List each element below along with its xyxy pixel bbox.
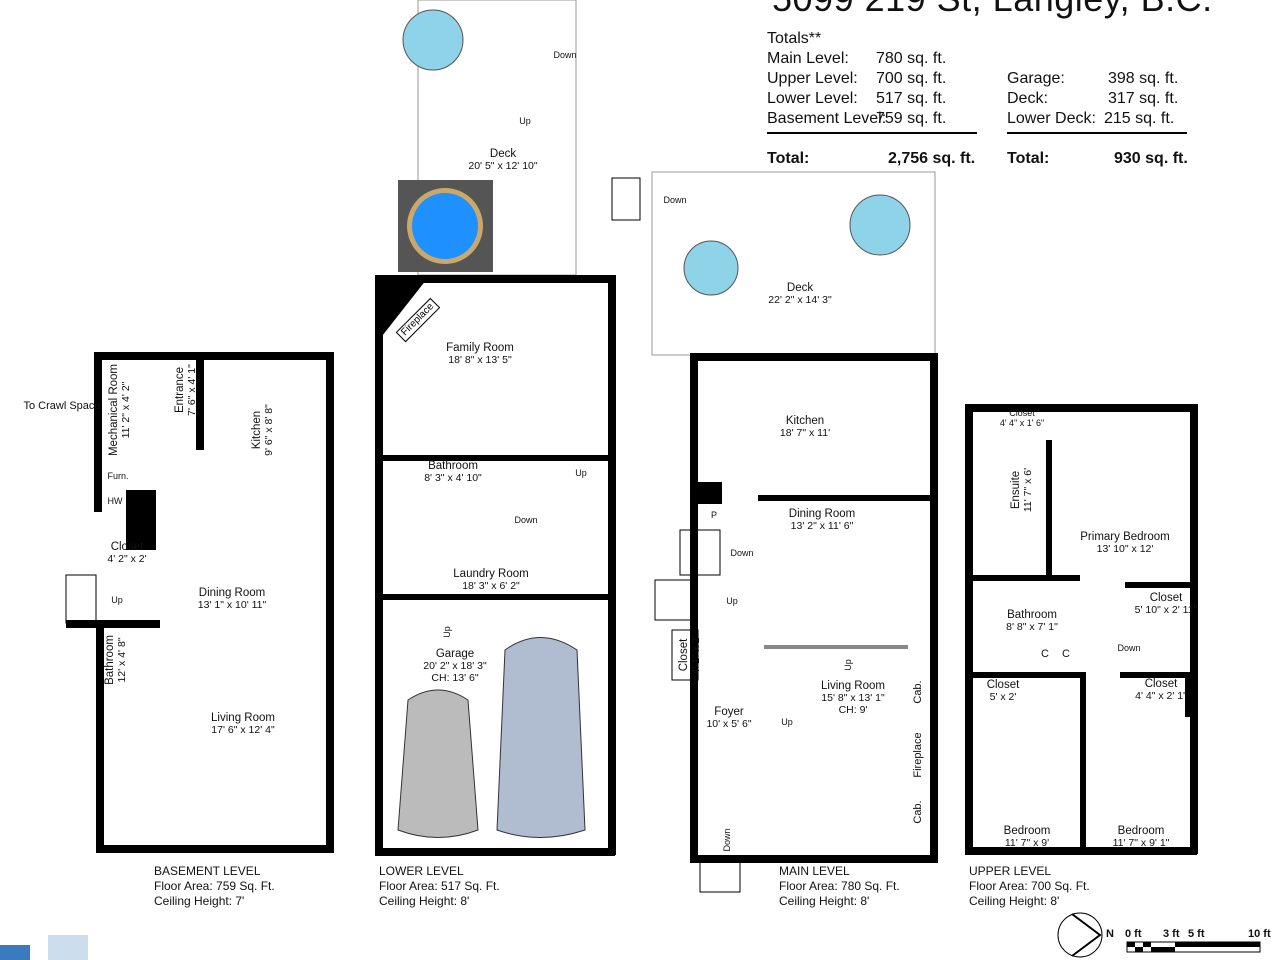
- total-basement-value: 759 sq. ft.: [876, 110, 947, 127]
- totals-divider: [767, 132, 977, 134]
- company-logo: [0, 935, 88, 960]
- pantry-label: P: [710, 510, 718, 520]
- total-lower-value: 517 sq. ft.: [876, 90, 947, 107]
- total-left-value: 2,756 sq. ft.: [888, 150, 976, 167]
- cabinet-label: Cab.: [912, 800, 924, 824]
- total-main-label: Main Level:: [767, 50, 849, 67]
- stairs-up-label: Up: [843, 659, 853, 671]
- linen-closet-label: C: [1041, 648, 1049, 660]
- umbrella-icon: [402, 9, 464, 71]
- stairs-down-label: Down: [663, 195, 687, 205]
- totals-divider: [1007, 132, 1187, 134]
- cabinet-label: Cab.: [912, 680, 924, 704]
- stairs-up-label: Up: [519, 116, 531, 126]
- totals-heading: Totals**: [767, 30, 822, 47]
- total-left-label: Total:: [767, 150, 810, 167]
- total-deck-label: Deck:: [1007, 90, 1048, 107]
- water-heater-label: HW: [107, 496, 123, 506]
- main-stairs: [611, 177, 741, 893]
- stairs-down-label: Down: [1117, 643, 1141, 653]
- furnace-label: Furn.: [107, 471, 129, 481]
- scale-tick-10: 10 ft: [1248, 928, 1271, 940]
- fireplace-label: Fireplace: [912, 732, 924, 778]
- total-garage-value: 398 sq. ft.: [1108, 70, 1179, 87]
- north-label: N: [1106, 928, 1114, 940]
- scale-tick-0: 0 ft: [1125, 928, 1142, 940]
- lower-cars: [397, 637, 586, 838]
- stairs-up-label: Up: [726, 596, 738, 606]
- umbrella-icon: [849, 194, 911, 256]
- lower-walls: [375, 275, 616, 856]
- upper-walls: [965, 404, 1198, 855]
- stairs-down-label: Down: [553, 50, 577, 60]
- total-deck-value: 317 sq. ft.: [1108, 90, 1179, 107]
- stairs-down-label: Down: [730, 548, 754, 558]
- linen-closet-label: C: [1062, 648, 1070, 660]
- scale-tick-5: 5 ft: [1188, 928, 1205, 940]
- hot-tub-water: [412, 193, 478, 259]
- total-garage-label: Garage:: [1007, 70, 1065, 87]
- stairs-down-label: Down: [514, 515, 538, 525]
- stairs-up-label: Up: [111, 595, 123, 605]
- total-lowerdeck-value: 215 sq. ft.: [1104, 110, 1175, 127]
- scale-bar: [1126, 941, 1261, 953]
- stairs-down-label: Down: [722, 828, 732, 852]
- scale-tick-3: 3 ft: [1163, 928, 1180, 940]
- total-basement-label: Basement Level:: [767, 110, 887, 127]
- total-upper-value: 700 sq. ft.: [876, 70, 947, 87]
- basement-stairs: [65, 574, 97, 624]
- property-address-title: 5099 219 St, Langley, B.C.: [772, 0, 1213, 20]
- total-right-value: 930 sq. ft.: [1114, 150, 1188, 167]
- stairs-up-label: Up: [575, 468, 587, 478]
- total-right-label: Total:: [1007, 150, 1050, 167]
- stairs-up-label: Up: [442, 626, 452, 638]
- total-lower-label: Lower Level:: [767, 90, 858, 107]
- main-walls: [671, 353, 938, 863]
- umbrella-icon: [683, 240, 739, 296]
- total-upper-label: Upper Level:: [767, 70, 858, 87]
- total-main-value: 780 sq. ft.: [876, 50, 947, 67]
- total-lowerdeck-label: Lower Deck:: [1007, 110, 1096, 127]
- crawl-space-label: To Crawl Space: [23, 400, 101, 412]
- basement-walls: [66, 352, 334, 853]
- stairs-up-label: Up: [781, 717, 793, 727]
- compass-icon: [1057, 912, 1103, 958]
